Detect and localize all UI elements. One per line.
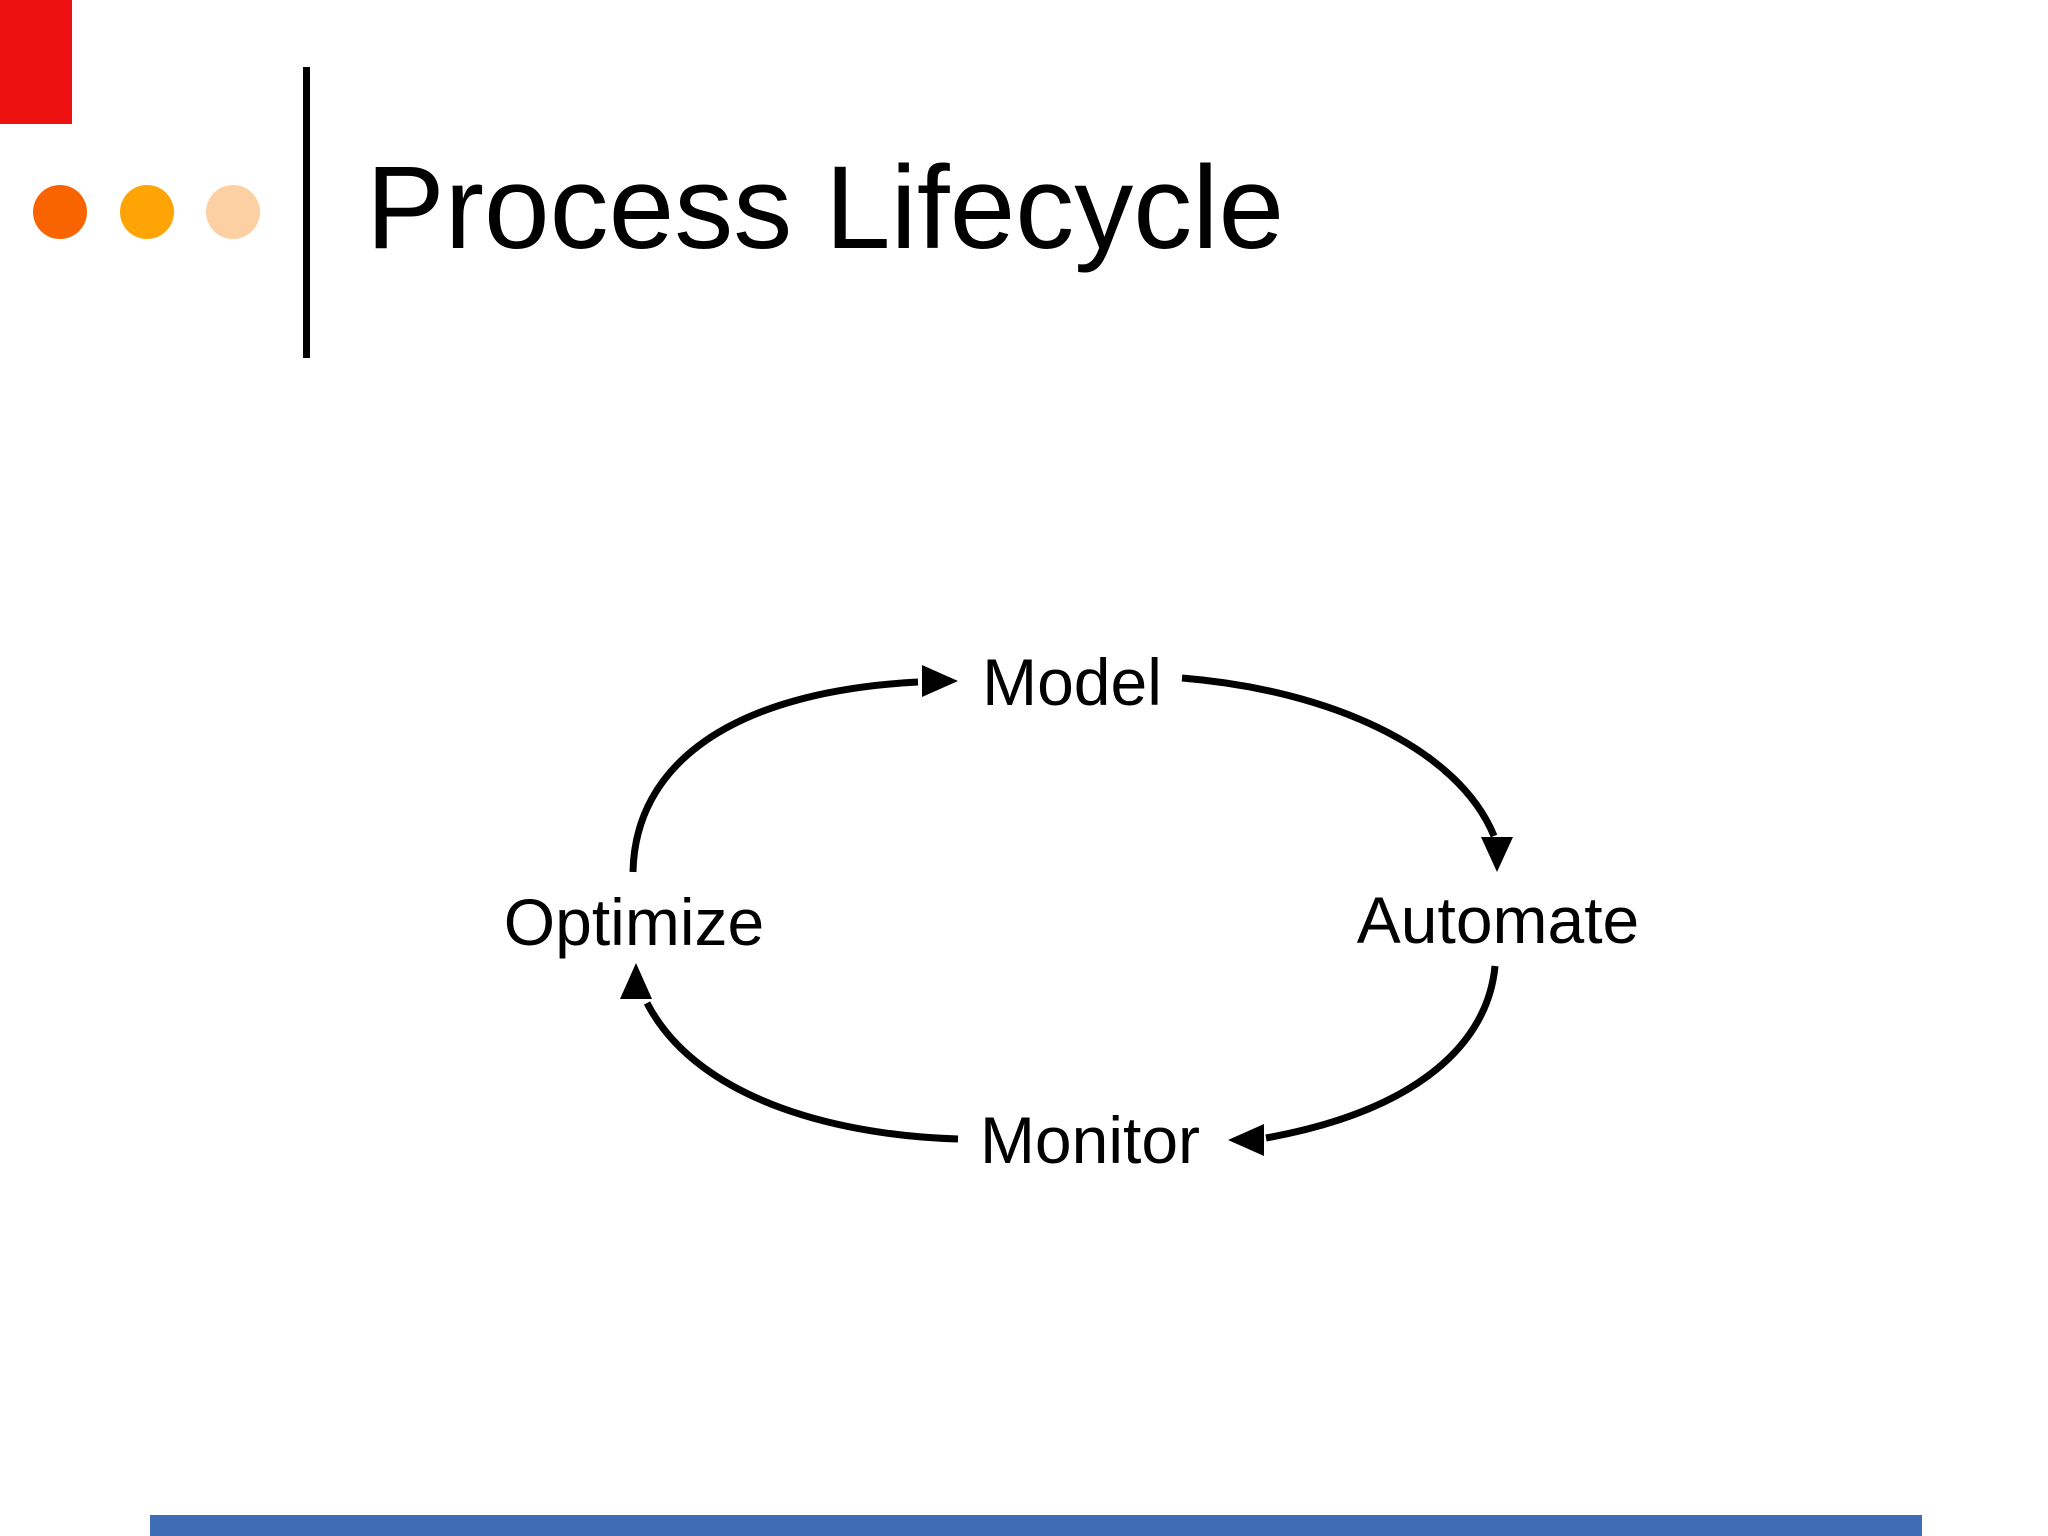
accent-dot-icon (120, 185, 174, 239)
accent-dot-icon (33, 185, 87, 239)
cycle-arrow-automate-to-monitor (1228, 965, 1499, 1156)
title-divider-line (303, 67, 310, 358)
bottom-accent-bar (150, 1515, 1922, 1536)
cycle-arrow-monitor-to-optimize (620, 963, 959, 1143)
corner-accent-block (0, 0, 72, 124)
accent-dot-icon (206, 185, 260, 239)
page-title: Process Lifecycle (366, 142, 1285, 274)
cycle-arrow-model-to-automate (1181, 674, 1513, 872)
cycle-node-optimize: Optimize (504, 885, 764, 959)
cycle-node-monitor: Monitor (980, 1103, 1200, 1177)
cycle-arrow-optimize-to-model (629, 665, 958, 873)
cycle-node-model: Model (982, 645, 1162, 719)
cycle-node-automate: Automate (1357, 883, 1640, 957)
